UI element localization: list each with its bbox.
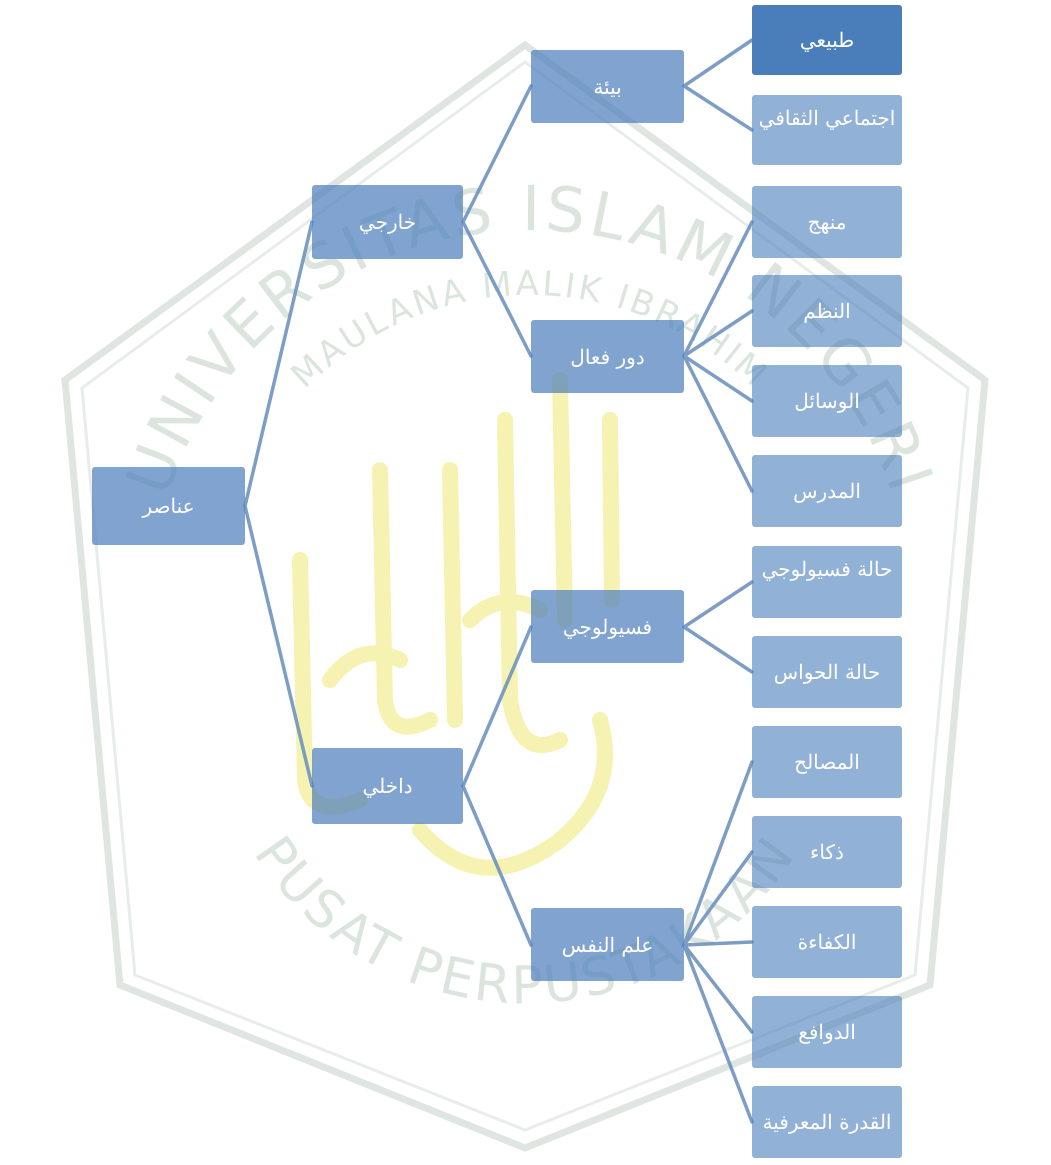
internal-node: داخلي — [312, 748, 463, 824]
seal-calligraphy — [292, 372, 620, 876]
physiological-node: فسيولوجي — [531, 590, 684, 663]
connector-psychology-competence — [682, 940, 754, 947]
connector-environment-natural — [682, 38, 754, 88]
connector-external-environment — [461, 84, 533, 224]
psychology-node: علم النفس — [531, 908, 684, 981]
connector-psychology-intelligence — [682, 850, 754, 947]
connector-psychology-motives — [682, 943, 754, 1034]
seal-outer-frame — [61, 40, 989, 1152]
connector-root-internal — [243, 504, 314, 788]
leaf-cognitive-ability: القدرة المعرفية — [752, 1086, 902, 1158]
connector-psychology-cognitive — [682, 943, 754, 1124]
connector-environment-social — [682, 84, 754, 132]
connector-internal-psychology — [461, 784, 533, 947]
connector-activerole-teacher — [682, 354, 754, 493]
connector-activerole-media — [682, 354, 754, 403]
leaf-systems: النظم — [752, 275, 902, 347]
leaf-intelligence: ذكاء — [752, 816, 902, 888]
connector-external-activerole — [461, 220, 533, 358]
leaf-curriculum: منهج — [752, 186, 902, 258]
connector-internal-physiological — [461, 625, 533, 788]
connector-physiological-state — [682, 580, 754, 629]
leaf-motives: الدوافع — [752, 996, 902, 1068]
leaf-competence: الكفاءة — [752, 906, 902, 978]
environment-node: بيئة — [531, 50, 684, 123]
leaf-interests: المصالح — [752, 726, 902, 798]
leaf-teacher: المدرس — [752, 455, 902, 527]
connector-root-external — [243, 220, 314, 508]
external-node: خارجي — [312, 185, 463, 259]
leaf-media: الوسائل — [752, 365, 902, 437]
active-role-node: دور فعال — [531, 320, 684, 393]
connector-activerole-curriculum — [682, 220, 754, 358]
leaf-social-cultural: اجتماعي الثقافي — [752, 95, 902, 165]
connector-psychology-interests — [682, 760, 754, 947]
connector-activerole-systems — [682, 309, 754, 358]
seal-inner-frame — [80, 60, 970, 1132]
leaf-senses-state: حالة الحواس — [752, 636, 902, 708]
root-node: عناصر — [92, 467, 245, 545]
connector-physiological-senses — [682, 625, 754, 674]
leaf-natural: طبيعي — [752, 5, 902, 75]
leaf-physiological-state: حالة فسيولوجي — [752, 546, 902, 618]
